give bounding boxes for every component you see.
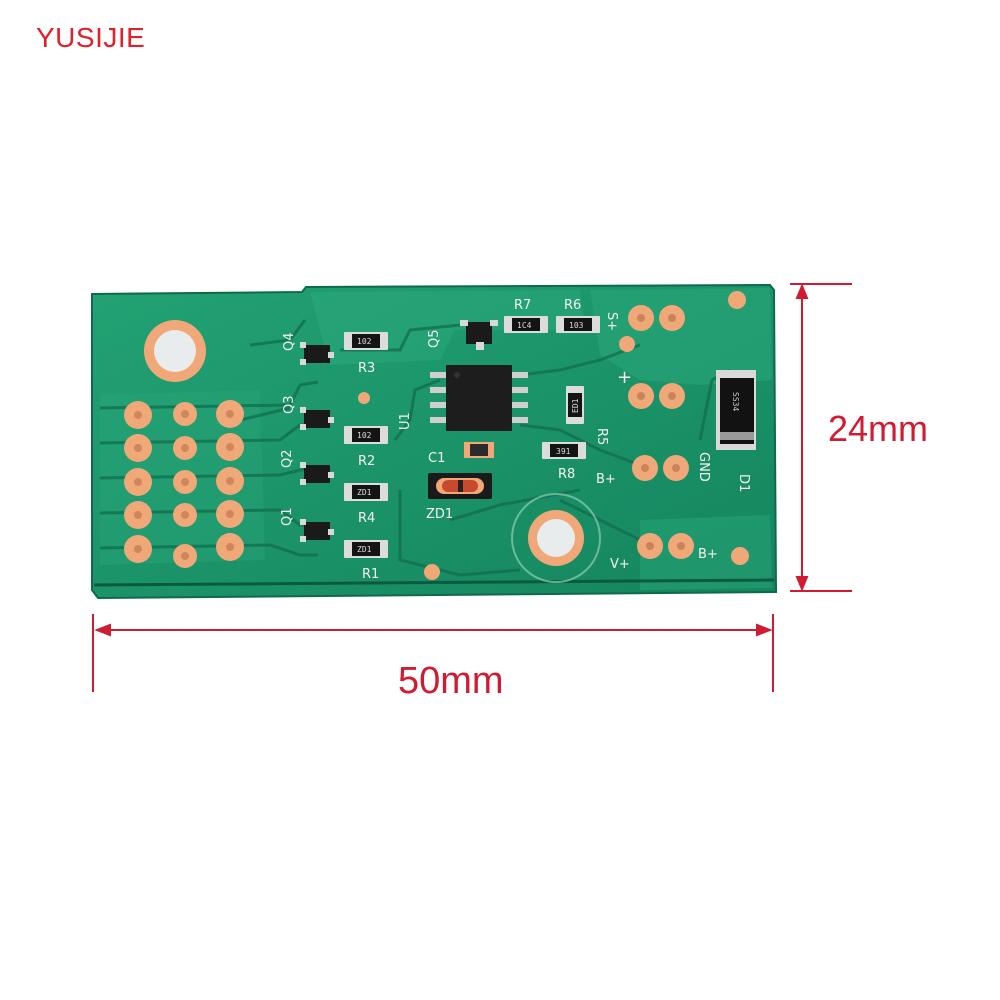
resistor-r5: ED1: [566, 386, 584, 424]
resistor-r4: ZD1: [344, 483, 388, 501]
silk-r8: R8: [558, 467, 575, 482]
mounting-hole-right: [511, 493, 601, 583]
resistor-r8: 391: [542, 442, 586, 459]
left-pad-array: [124, 400, 244, 568]
silk-plus: +: [617, 367, 632, 388]
silk-q5: Q5: [427, 329, 442, 348]
silk-r7: R7: [514, 298, 531, 313]
silkscreen-labels: Q4 Q3 Q2 Q1 Q5 R3 R2 R4 R1 R7 R6 R5 R8 C…: [280, 298, 751, 582]
capacitor-c1: [464, 442, 494, 458]
silk-gnd: GND: [696, 452, 711, 482]
width-dimension: [92, 614, 774, 692]
resistor-r1: ZD1: [344, 540, 388, 558]
silk-q2: Q2: [280, 449, 295, 468]
silk-r3: R3: [358, 361, 375, 376]
silk-b-plus-upper: B+: [596, 472, 616, 487]
resistor-r6: 103: [556, 316, 600, 333]
silk-q1: Q1: [280, 507, 295, 526]
height-dimension-label: 24mm: [828, 408, 929, 449]
transistor-q4: [300, 342, 334, 365]
silk-r5: R5: [594, 428, 609, 445]
brand-label: YUSIJIE: [36, 22, 146, 53]
silk-b-plus-lower: B+: [698, 547, 718, 562]
r1-code: ZD1: [357, 545, 372, 554]
silk-c1: C1: [428, 451, 445, 466]
silk-u1: U1: [398, 412, 413, 430]
diode-d1: SS34: [716, 370, 756, 450]
height-dimension: [790, 283, 852, 592]
r3-code: 102: [357, 337, 372, 346]
silk-r1: R1: [362, 567, 379, 582]
ic-u1: [430, 365, 528, 431]
transistor-q2: [300, 462, 334, 485]
transistor-q5: [460, 320, 498, 350]
test-pads: [358, 291, 749, 580]
silk-r2: R2: [358, 454, 375, 469]
r8-code: 391: [556, 447, 571, 456]
r2-code: 102: [357, 431, 372, 440]
silk-q4: Q4: [282, 332, 297, 351]
r7-code: 1C4: [517, 321, 532, 330]
transistor-q1: [300, 519, 334, 542]
silk-zd1: ZD1: [426, 507, 453, 522]
silk-r4: R4: [358, 511, 375, 526]
mounting-hole-left: [144, 320, 206, 382]
zener-diode-zd1: [428, 473, 492, 499]
resistor-r3: 102: [344, 332, 388, 350]
d1-code: SS34: [731, 392, 740, 411]
resistor-r2: 102: [344, 426, 388, 444]
width-dimension-label: 50mm: [398, 660, 504, 702]
r5-code: ED1: [571, 398, 580, 413]
resistor-r7: 1C4: [504, 316, 548, 333]
right-connector-pad-holes: [637, 314, 685, 550]
r6-code: 103: [569, 321, 584, 330]
silk-v-plus: V+: [610, 557, 630, 572]
r4-code: ZD1: [357, 488, 372, 497]
silk-r6: R6: [564, 298, 581, 313]
silk-q3: Q3: [282, 395, 297, 414]
silk-d1: D1: [736, 474, 751, 492]
silk-s-plus: S+: [604, 312, 619, 331]
transistor-q3: [300, 407, 334, 430]
